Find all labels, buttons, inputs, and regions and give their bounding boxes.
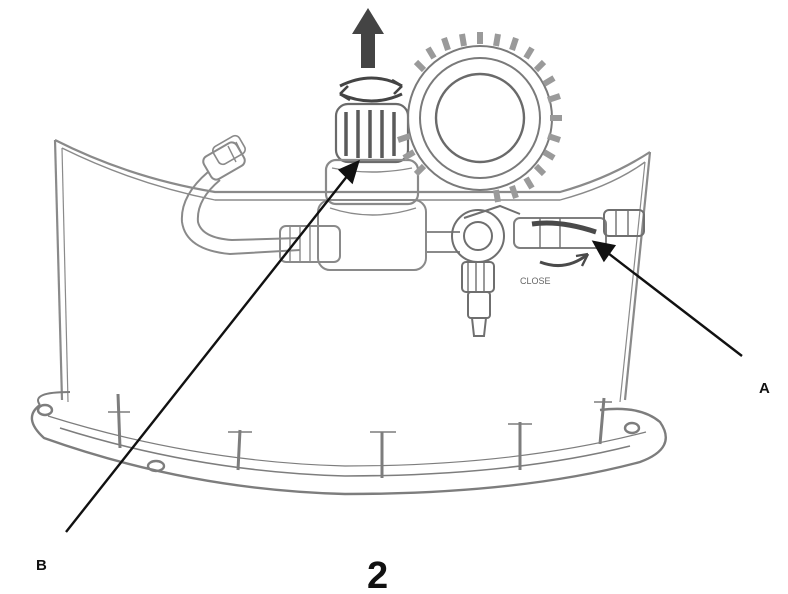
callout-arrowhead-b xyxy=(337,159,360,185)
housing-top-rim-inner xyxy=(61,147,646,201)
close-label: CLOSE xyxy=(520,276,551,286)
step-number: 2 xyxy=(367,555,388,594)
inlet-fitting xyxy=(202,141,246,181)
inlet-pipe xyxy=(180,134,301,256)
mount-hole-front xyxy=(146,459,166,473)
callout-line-b xyxy=(65,169,353,533)
callout-line-a xyxy=(603,249,743,357)
callout-label-a: A xyxy=(759,380,770,397)
filter-knob xyxy=(324,102,420,206)
turn-arrow-icon xyxy=(539,252,589,268)
callout-arrowhead-a xyxy=(591,240,617,263)
housing-left-wall xyxy=(53,139,64,401)
pressure-gauge-icon xyxy=(397,32,562,203)
callout-lines xyxy=(65,159,743,533)
valve-body xyxy=(451,204,645,337)
mount-hole-left xyxy=(36,403,54,417)
rotate-arrows-icon xyxy=(339,76,403,103)
manifold xyxy=(279,199,460,271)
callout-label-b: B xyxy=(36,557,47,574)
arrow-up-icon xyxy=(352,8,384,68)
valve-lever xyxy=(531,220,597,235)
mount-hole-right xyxy=(623,421,641,435)
base-flange xyxy=(30,391,667,496)
